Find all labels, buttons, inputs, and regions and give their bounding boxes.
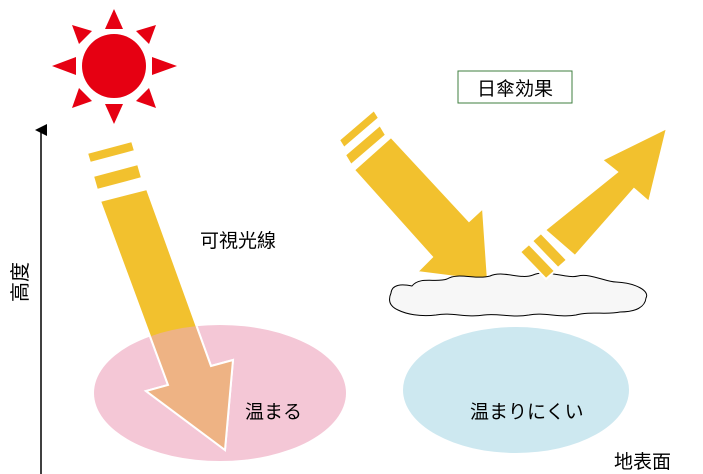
altitude-label: 高度 <box>8 262 32 302</box>
sun-icon <box>52 9 177 124</box>
cloud-icon <box>389 272 648 317</box>
incoming-sunlight-arrow <box>337 108 490 283</box>
reflected-sunlight-arrow <box>518 126 669 281</box>
visible-light-label: 可視光線 <box>200 230 276 252</box>
cool-ground-ellipse <box>403 327 629 453</box>
warms-label: 温まる <box>245 401 302 423</box>
visible-light-arrow <box>85 139 235 452</box>
umbrella-effect-box: 日傘効果 <box>457 70 573 104</box>
umbrella-effect-label: 日傘効果 <box>477 78 553 100</box>
ground-surface-label: 地表面 <box>614 451 671 473</box>
hard-to-warm-label: 温まりにくい <box>470 401 584 423</box>
